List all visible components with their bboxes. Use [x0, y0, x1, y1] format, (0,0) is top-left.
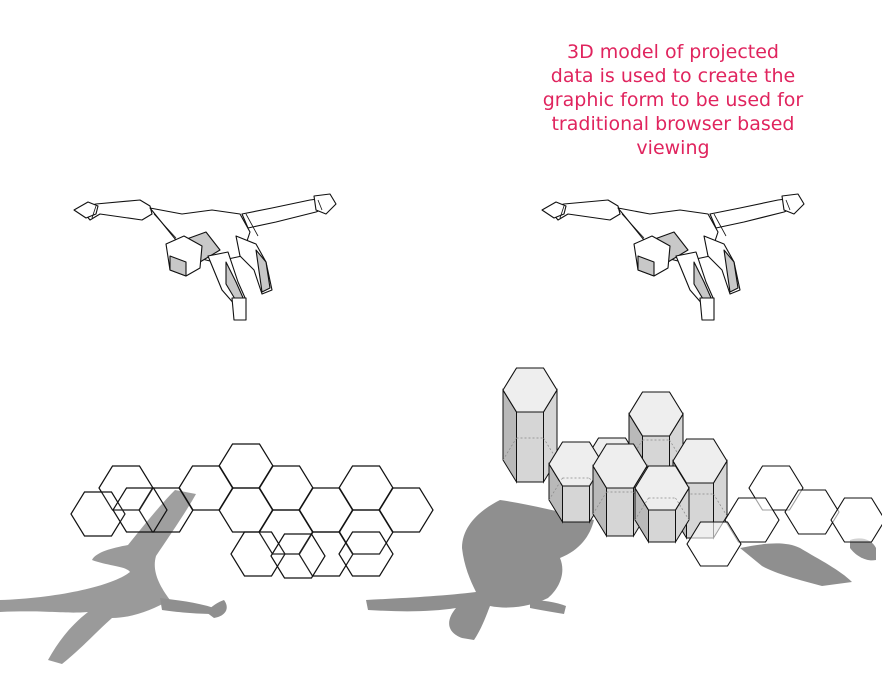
figure-leg-right-shade: [723, 249, 739, 293]
figure-arm-left: [547, 199, 621, 221]
shadow-arm: [530, 600, 566, 614]
figure-foot: [699, 297, 715, 321]
figure-detail-line: [785, 199, 791, 211]
shadow-right-cluster: [740, 543, 852, 586]
figure-detail-line: [91, 205, 97, 219]
figure-head-shade: [637, 255, 655, 277]
figure-detail-line: [559, 205, 565, 219]
figure-shadow-right: [366, 500, 876, 640]
hex-cell: [270, 533, 326, 579]
hex-cell: [70, 491, 126, 537]
hex-cell: [230, 531, 286, 577]
shadow-arm: [160, 598, 214, 614]
figure-hand-right: [313, 193, 337, 215]
extruded-hex-grid: [502, 367, 882, 567]
hex-cell: [830, 497, 882, 543]
figure-detail-line: [153, 213, 177, 239]
hex-prism: [502, 367, 558, 484]
figure-left: [73, 193, 337, 321]
flat-hex-grid: [70, 443, 434, 579]
hex-cell: [338, 531, 394, 577]
figure-leg-right-shade: [255, 249, 271, 293]
figure-shadow-left: [0, 490, 227, 664]
figure-detail-line: [713, 213, 727, 237]
figure-detail-line: [245, 213, 259, 237]
shadow-shape: [366, 500, 594, 640]
figure-hand-left: [73, 201, 99, 219]
figure-right: [541, 193, 805, 321]
figure-detail-line: [621, 213, 645, 239]
hex-cell: [112, 487, 168, 533]
hex-prism: [634, 465, 690, 544]
figure-hand-right: [781, 193, 805, 215]
annotation-text: 3D model of projected data is used to cr…: [542, 41, 804, 159]
figure-hand-left: [541, 201, 567, 219]
shadow-shape: [0, 490, 196, 664]
figure-head-shade: [169, 255, 187, 277]
figure-detail-line: [317, 199, 323, 211]
figure-foot: [231, 297, 247, 321]
shadow-right-edge: [850, 538, 876, 561]
figure-arm-left: [79, 199, 153, 221]
hex-cell: [686, 521, 742, 567]
